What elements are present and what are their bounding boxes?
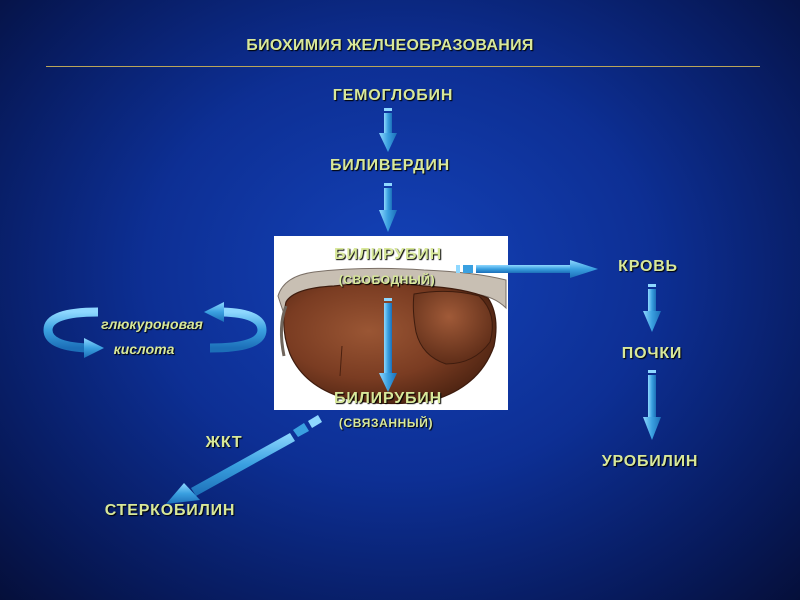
glucuronic-acid-line1: глюкуроновая bbox=[101, 316, 203, 332]
node-bilirubin-free: БИЛИРУБИН bbox=[334, 246, 442, 264]
arrow-free-to-bound bbox=[379, 298, 397, 392]
node-stercobilin: СТЕРКОБИЛИН bbox=[105, 502, 236, 520]
node-kidneys: ПОЧКИ bbox=[622, 345, 682, 363]
arrow-bilirubin-blood bbox=[456, 260, 598, 278]
arrow-hemoglobin-biliverdin bbox=[379, 108, 397, 152]
arrow-blood-kidneys bbox=[643, 284, 661, 332]
arrow-bound-to-stercobilin bbox=[166, 415, 322, 504]
arrow-biliverdin-bilirubin bbox=[379, 183, 397, 232]
node-urobilin: УРОБИЛИН bbox=[602, 453, 699, 471]
glucuronic-acid-line2: кислота bbox=[114, 341, 175, 357]
arrow-kidneys-urobilin bbox=[643, 370, 661, 440]
node-bilirubin-free-note: (СВОБОДНЫЙ) bbox=[339, 273, 435, 287]
node-bilirubin-bound-note: (СВЯЗАННЫЙ) bbox=[339, 416, 433, 430]
node-blood: КРОВЬ bbox=[618, 258, 678, 276]
node-git: ЖКТ bbox=[206, 434, 243, 452]
node-bilirubin-bound: БИЛИРУБИН bbox=[334, 390, 442, 408]
node-biliverdin: БИЛИВЕРДИН bbox=[330, 157, 450, 175]
node-hemoglobin: ГЕМОГЛОБИН bbox=[333, 87, 453, 105]
